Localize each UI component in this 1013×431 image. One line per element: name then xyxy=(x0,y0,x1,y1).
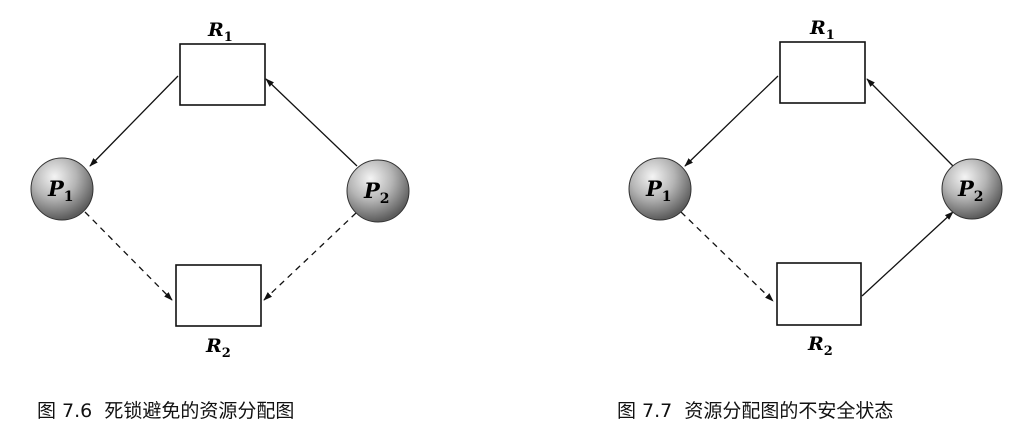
process-p2-label: P2 xyxy=(363,178,390,207)
edge-p2-to-r1 xyxy=(866,78,954,167)
process-p1-node xyxy=(30,157,94,221)
edge-p2-to-r1 xyxy=(265,78,358,167)
resource-r1-label: R1 xyxy=(809,17,835,43)
process-p1-label: P1 xyxy=(47,176,74,205)
resource-r1-box xyxy=(779,41,866,104)
resource-r2-label: R2 xyxy=(807,333,833,359)
edge-r2-to-p2 xyxy=(861,211,954,297)
resource-r1-box xyxy=(179,43,266,106)
claim-edge-p2-to-r2 xyxy=(263,212,357,301)
edge-r1-to-p1 xyxy=(684,75,779,167)
process-p1-node xyxy=(628,157,692,221)
process-p1-label: P1 xyxy=(645,176,672,205)
claim-edge-p1-to-r2 xyxy=(680,211,774,302)
resource-r2-label: R2 xyxy=(205,335,231,361)
resource-r2-box xyxy=(175,264,262,327)
process-p2-node xyxy=(346,159,410,223)
process-p2-label: P2 xyxy=(957,176,984,205)
figure-7-7: R1 R2 P1 P2 图 7.7 资源分配图的不安全状态 xyxy=(617,17,1003,422)
claim-edge-p1-to-r2 xyxy=(84,211,173,301)
edge-r1-to-p1 xyxy=(89,75,179,167)
resource-r2-box xyxy=(776,262,862,326)
resource-r1-label: R1 xyxy=(207,19,233,45)
figure-7-7-caption: 图 7.7 资源分配图的不安全状态 xyxy=(617,400,893,422)
figure-7-6-caption: 图 7.6 死锁避免的资源分配图 xyxy=(37,400,294,422)
process-p2-node xyxy=(941,158,1003,220)
figure-7-6: R1 R2 P1 P2 图 7.6 死锁避免的资源分配图 xyxy=(30,19,410,422)
